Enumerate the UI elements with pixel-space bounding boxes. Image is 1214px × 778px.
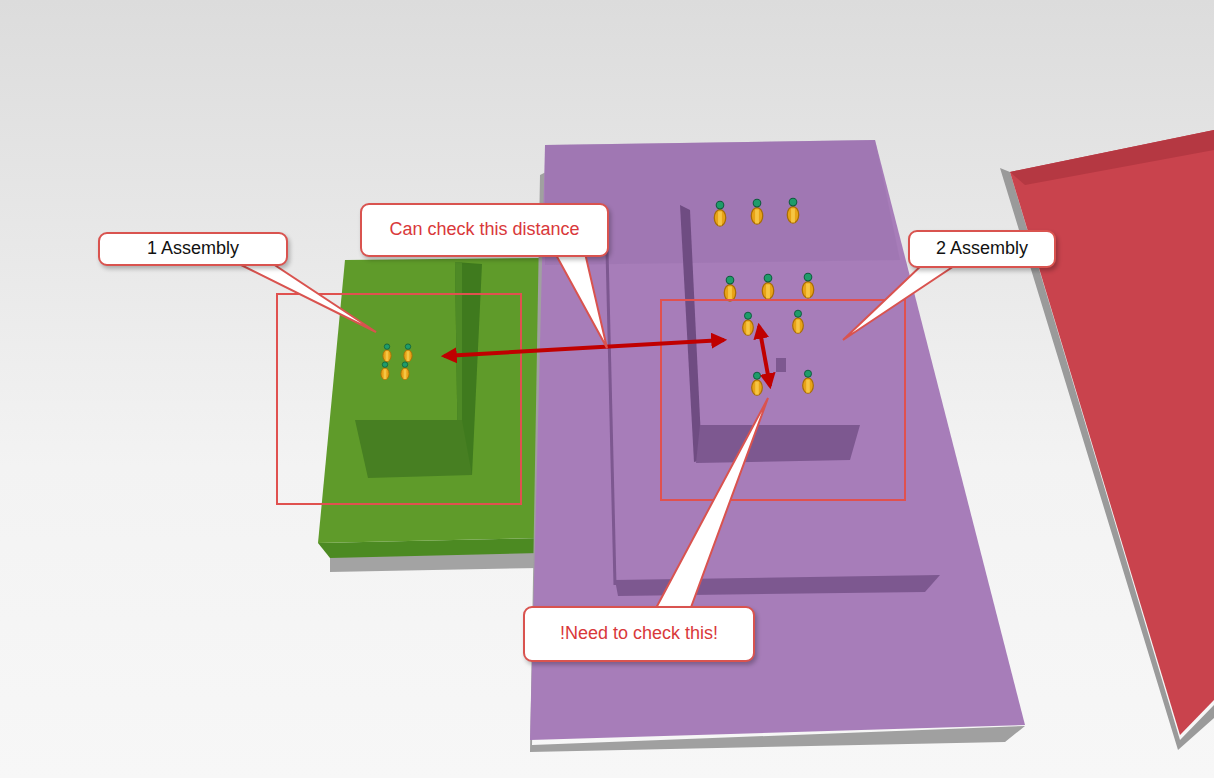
part-figure	[381, 362, 389, 380]
green-ledge	[355, 420, 472, 478]
green-top	[318, 258, 545, 543]
purple-inner-wall	[680, 205, 702, 462]
callout-tail	[843, 262, 960, 340]
part-figure	[743, 312, 754, 335]
callout-tail	[555, 253, 607, 348]
distance-arrow	[444, 340, 724, 356]
part-figure	[752, 372, 763, 395]
part-figure	[793, 310, 804, 333]
part-figure	[762, 274, 773, 299]
part-figure	[401, 362, 409, 380]
callout-text: 1 Assembly	[147, 238, 239, 260]
callout-text: !Need to check this!	[560, 623, 718, 645]
callout-tail	[655, 398, 768, 610]
purple-post	[776, 358, 786, 372]
callout-bubble: !Need to check this!	[523, 606, 755, 662]
part-figure	[803, 370, 814, 393]
callout-text: Can check this distance	[389, 219, 579, 241]
red-block-top	[1010, 130, 1214, 185]
callout-text: 2 Assembly	[936, 238, 1028, 260]
callout-bubble: 1 Assembly	[98, 232, 288, 266]
assembly-2-parts	[714, 198, 813, 395]
callout-bubble: 2 Assembly	[908, 230, 1056, 268]
part-figure	[751, 199, 762, 224]
callout-bubble: Can check this distance	[360, 203, 609, 257]
purple-ridge	[607, 250, 615, 585]
selection-frame	[661, 300, 905, 500]
part-figure	[724, 276, 735, 301]
purple-inner-ledge	[696, 425, 860, 463]
selection-frame	[277, 294, 521, 504]
part-figure	[714, 201, 725, 226]
red-block	[1010, 130, 1214, 735]
distance-arrow	[759, 326, 770, 386]
callout-tail	[235, 262, 376, 332]
part-figure	[802, 273, 813, 298]
part-figure	[787, 198, 798, 223]
assembly-1-parts	[381, 344, 412, 380]
part-figure	[383, 344, 391, 362]
part-figure	[404, 344, 412, 362]
